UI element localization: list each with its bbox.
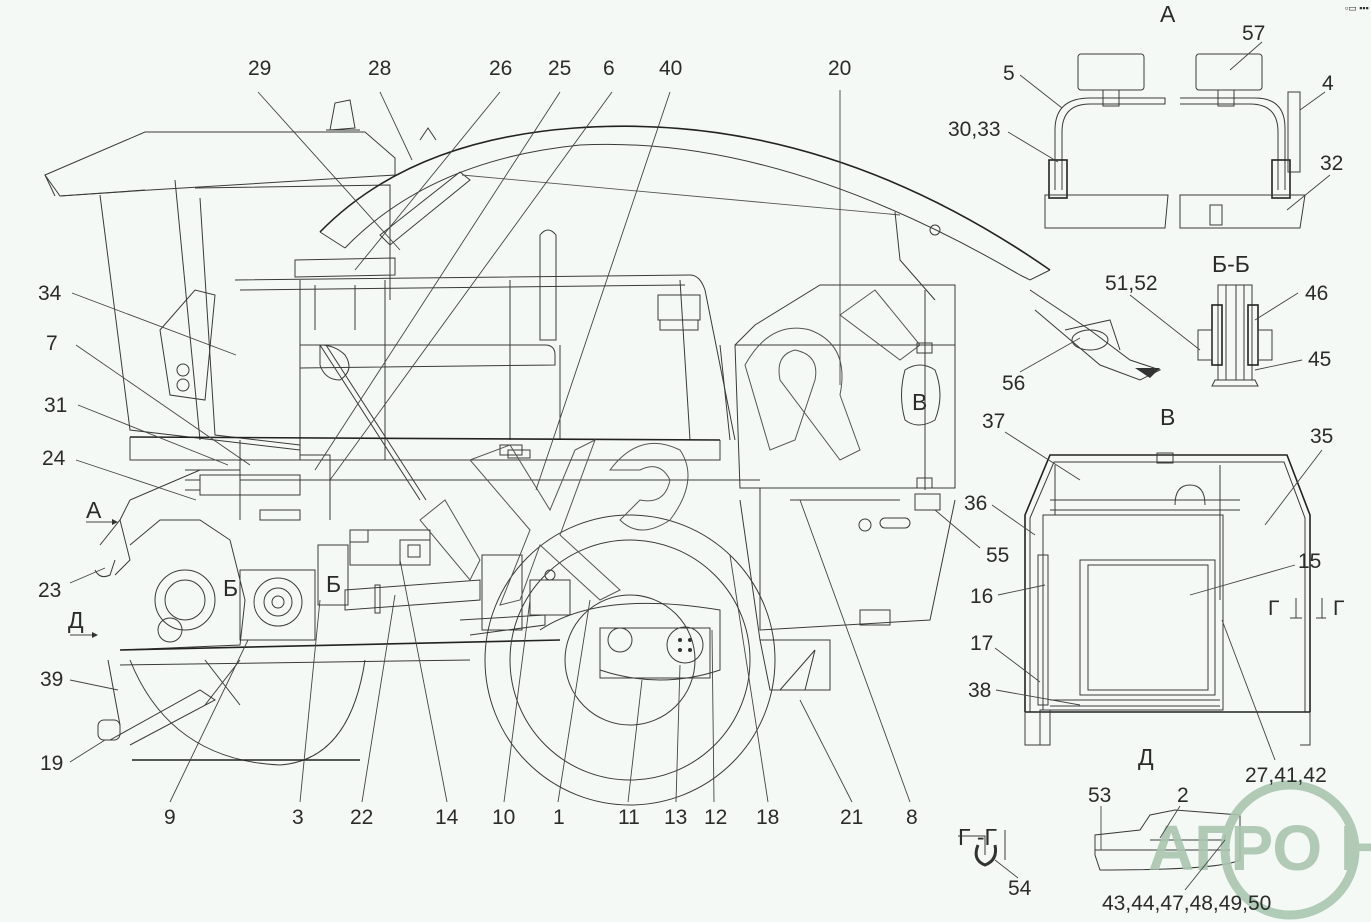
view-d-arrow-label: Д	[68, 607, 84, 633]
callouts-section-bb: 51,52 46 45 56	[1002, 272, 1331, 395]
callouts-bottom: 9 3 22 14 10 1 11 13 12 18 21 8	[164, 499, 918, 829]
callouts-view-a: 57 5 4 30,33 32	[948, 22, 1343, 211]
callout-9: 9	[164, 806, 176, 829]
callout-36: 36	[964, 492, 987, 515]
callout-8: 8	[906, 806, 918, 829]
callout-24: 24	[42, 447, 66, 470]
callout-31: 31	[44, 394, 67, 417]
section-bb-title: Б-Б	[1212, 251, 1250, 277]
machine-side-view: В	[44, 99, 1051, 806]
section-b-left-label: Б	[223, 575, 238, 601]
callout-28: 28	[368, 57, 391, 80]
callout-29: 29	[248, 57, 271, 80]
callout-4: 4	[1322, 72, 1334, 95]
callout-3: 3	[292, 806, 304, 829]
callout-21: 21	[840, 806, 863, 829]
callout-25: 25	[548, 57, 571, 80]
section-g-right: Г	[1333, 597, 1344, 620]
view-a-detail: А	[1044, 1, 1306, 229]
callout-14: 14	[435, 806, 459, 829]
callout-35: 35	[1310, 425, 1333, 448]
callouts-view-v: 37 35 36 55 15 16 17 38 27,41,42	[934, 410, 1333, 787]
view-d-title: Д	[1138, 744, 1154, 770]
agronka-logo: АГРО НКА	[1148, 780, 1371, 920]
callouts-section-gg: 54	[994, 859, 1032, 900]
watermark-outline-letters	[419, 289, 921, 606]
callout-32: 32	[1320, 152, 1343, 175]
view-a-title: А	[1160, 1, 1176, 27]
callout-23: 23	[38, 579, 61, 602]
callout-11: 11	[618, 806, 640, 829]
section-g-left: Г	[1268, 597, 1279, 620]
callout-54: 54	[1008, 877, 1032, 900]
callouts-left: 34 7 31 24 23 39 19	[38, 282, 251, 775]
callout-18: 18	[756, 806, 779, 829]
callout-12: 12	[704, 806, 727, 829]
callout-22: 22	[350, 806, 373, 829]
callout-19: 19	[40, 752, 63, 775]
callout-57: 57	[1242, 22, 1265, 45]
view-a-arrow-label: А	[86, 497, 102, 523]
callout-26: 26	[489, 57, 512, 80]
view-d-detail: Г -Г	[958, 809, 1241, 871]
callout-38: 38	[968, 679, 991, 702]
callout-13: 13	[664, 806, 687, 829]
callout-27-41-42: 27,41,42	[1245, 764, 1327, 787]
callout-16: 16	[970, 585, 993, 608]
callout-10: 10	[492, 806, 515, 829]
view-v-marker: В	[912, 389, 927, 415]
logo-text: АГРО НКА	[1148, 812, 1371, 884]
callout-7: 7	[46, 332, 58, 355]
callout-30-33: 30,33	[948, 118, 1001, 141]
callout-6: 6	[603, 57, 615, 80]
callout-56: 56	[1002, 372, 1025, 395]
callout-2: 2	[1177, 784, 1189, 807]
section-b-right-label: Б	[326, 571, 341, 597]
callout-55: 55	[986, 544, 1009, 567]
view-v-detail: В Г Г Д	[1024, 404, 1344, 770]
section-bb-detail: Б-Б	[1029, 251, 1273, 387]
callout-5: 5	[1003, 62, 1015, 85]
callout-51-52: 51,52	[1105, 272, 1158, 295]
callout-15: 15	[1298, 550, 1321, 573]
callout-53: 53	[1088, 784, 1111, 807]
callout-34: 34	[38, 282, 62, 305]
callout-17: 17	[970, 632, 993, 655]
callout-1: 1	[553, 806, 565, 829]
callout-46: 46	[1305, 282, 1328, 305]
callout-39: 39	[40, 668, 63, 691]
corner-mark: ▫▭ ▪▪▪	[1345, 3, 1369, 13]
view-v-title: В	[1160, 404, 1175, 430]
callouts-view-d: 53 2 43,44,47,48,49,50	[1088, 784, 1271, 915]
callouts-top: 29 28 26 25 6 40 20	[248, 57, 851, 491]
callout-40: 40	[659, 57, 682, 80]
callout-43-50: 43,44,47,48,49,50	[1102, 892, 1271, 915]
callout-45: 45	[1308, 348, 1331, 371]
callout-37: 37	[982, 410, 1005, 433]
callout-20: 20	[828, 57, 851, 80]
